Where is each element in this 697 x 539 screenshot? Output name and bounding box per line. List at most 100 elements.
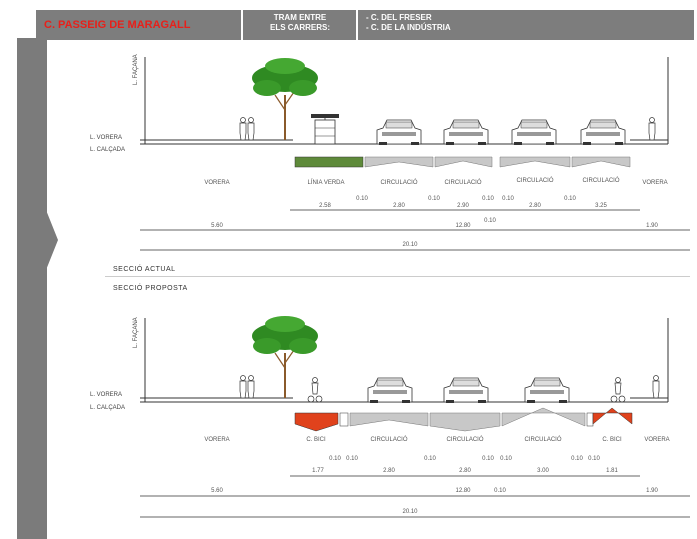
lane-band [571,156,631,168]
car-icon [580,119,626,146]
pedestrian-icon [239,117,247,141]
cross-street-b: - C. DE LA INDÚSTRIA [366,23,451,32]
cyclist-icon [610,377,626,403]
pedestrian-icon [247,117,255,141]
car-icon [524,377,570,404]
dimension-label: 0.10 [500,456,512,462]
dimension-label: 0.10 [356,196,368,202]
dimension-label: 0.10 [484,218,496,224]
dimension-label: 2.80 [393,203,405,209]
dimension-label: 1.90 [646,223,658,229]
band-label: CIRCULACIÓ [380,179,417,186]
car-icon [511,119,557,146]
dimension-label: 3.25 [595,203,607,209]
kiosk-icon [310,113,340,145]
separator-band [586,412,594,427]
dimension-label: 0.10 [564,196,576,202]
band-label: CIRCULACIÓ [446,436,483,443]
dimension-label: 1.77 [312,468,324,474]
pedestrian-icon [247,375,255,399]
cross-street-a: - C. DEL FRESER [366,13,432,22]
road-level-label: L. CALÇADA [90,405,125,411]
sidewalk-level-label: L. VORERA [90,392,122,398]
dimension-label: 0.10 [588,456,600,462]
band-label: CIRCULACIÓ [524,436,561,443]
lane-band [364,156,434,168]
car-icon [443,119,489,146]
dimension-label: 2.80 [529,203,541,209]
band-label: VORERA [642,180,667,186]
car-icon [367,377,413,404]
band-label: C. BICI [306,437,326,443]
lane-band [434,156,493,168]
band-label: VORERA [644,437,669,443]
dimension-label: 0.10 [482,456,494,462]
dimension-label: 0.10 [571,456,583,462]
header-divider [356,10,358,40]
tree-icon [251,57,319,141]
dimension-label: 2.80 [383,468,395,474]
cross-streets: - C. DEL FRESER - C. DE LA INDÚSTRIA [366,13,451,33]
dimension-label: 20.10 [402,509,418,515]
dimension-label: 1.81 [606,468,618,474]
band-label: CIRCULACIÓ [370,436,407,443]
band-label: VORERA [204,180,229,186]
dimension-label: 12.80 [455,488,471,494]
dimension-label: 0.10 [482,196,494,202]
dimension-label: 5.60 [211,223,223,229]
lane-band [349,412,429,427]
band-label: LÍNIA VERDA [307,179,344,186]
band-label: CIRCULACIÓ [516,177,553,184]
street-name: C. PASSEIG DE MARAGALL [44,19,191,31]
tram-label-line1: TRAM ENTRE [273,13,327,22]
cyclist-icon [307,377,323,403]
tram-label: TRAM ENTRE ELS CARRERS: [246,13,354,33]
car-icon [376,119,422,146]
pedestrian-icon [648,117,656,141]
proposal-section-title: SECCIÓ PROPOSTA [113,285,188,292]
dimension-label: 1.90 [646,488,658,494]
dimension-label: 0.10 [428,196,440,202]
dimension-label: 12.80 [455,223,471,229]
dimension-label: 0.10 [424,456,436,462]
separator-band [339,412,349,427]
pedestrian-icon [239,375,247,399]
dimension-label: 0.10 [346,456,358,462]
current-section-title: SECCIÓ ACTUAL [113,266,176,273]
dimension-label: 0.10 [494,488,506,494]
dimension-label: 2.58 [319,203,331,209]
road-level-label: L. CALÇADA [90,147,125,153]
section-divider [105,276,690,277]
header-bar: C. PASSEIG DE MARAGALL TRAM ENTRE ELS CA… [36,10,694,40]
tram-label-line2: ELS CARRERS: [269,23,330,32]
sidebar-bar [17,38,47,539]
pedestrian-icon [652,375,660,399]
facade-label: L. FAÇANA [133,54,139,85]
dimension-label: 0.10 [329,456,341,462]
lane-band [501,407,586,427]
facade-label: L. FAÇANA [133,317,139,348]
lane-band [429,412,501,432]
sidebar-arrow [42,200,58,280]
bike-lane-band [592,407,633,425]
sidewalk-level-label: L. VORERA [90,135,122,141]
dimension-label: 5.60 [211,488,223,494]
tree-icon [251,315,319,399]
dimension-label: 3.00 [537,468,549,474]
band-label: CIRCULACIÓ [444,179,481,186]
proposal-section: L. FAÇANA L. VORERA L. CALÇADA VORERA C.… [90,315,690,518]
lane-band [499,156,571,168]
band-label: VORERA [204,437,229,443]
dimension-label: 2.90 [457,203,469,209]
current-section: L. FAÇANA L. VORERA L. CALÇADA VORERA LÍ… [90,54,690,251]
dimension-label: 2.80 [459,468,471,474]
green-strip-band [294,156,364,168]
header-divider [241,10,243,40]
band-label: CIRCULACIÓ [582,177,619,184]
dimension-label: 0.10 [502,196,514,202]
band-label: C. BICI [602,437,622,443]
bike-lane-band [294,412,339,432]
dimension-label: 20.10 [402,242,418,248]
car-icon [443,377,489,404]
